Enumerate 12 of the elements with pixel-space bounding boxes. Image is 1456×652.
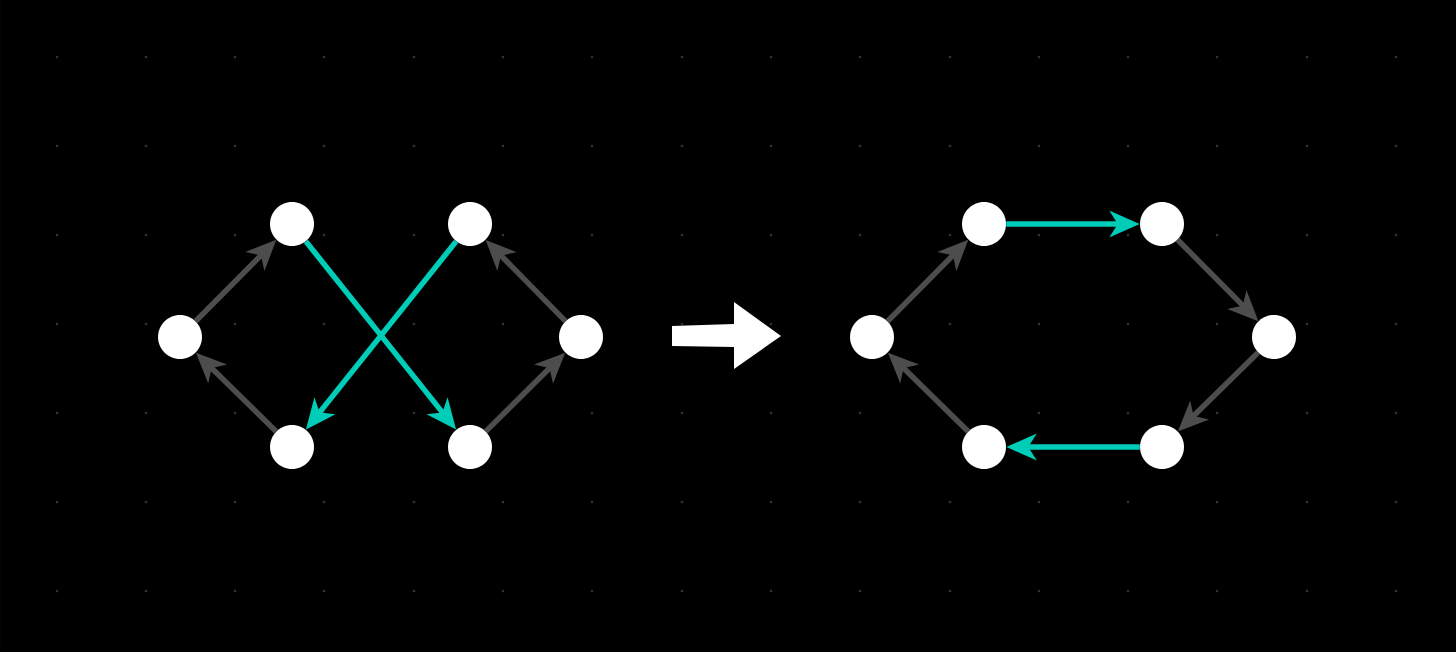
circle-node	[270, 202, 314, 246]
circle-node	[559, 315, 603, 359]
circle-node	[158, 315, 202, 359]
circle-node	[962, 425, 1006, 469]
circle-node	[270, 425, 314, 469]
circle-node	[1140, 202, 1184, 246]
circle-node	[448, 425, 492, 469]
circle-node	[850, 315, 894, 359]
circle-node	[1140, 425, 1184, 469]
circle-node	[448, 202, 492, 246]
circle-node	[1252, 315, 1296, 359]
circle-node	[962, 202, 1006, 246]
